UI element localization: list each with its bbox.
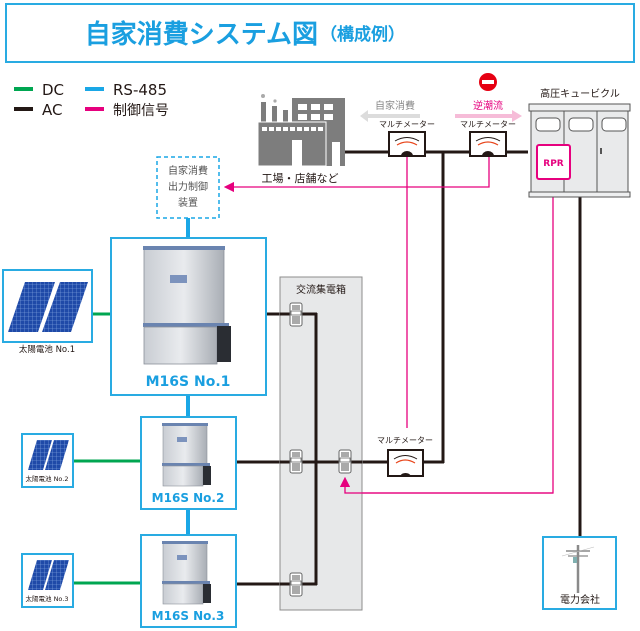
self-consumption-controller[interactable]: 自家消費 出力制御 装置 <box>156 156 220 219</box>
factory-icon <box>257 94 345 167</box>
gauge-icon <box>387 449 424 477</box>
ac-collection-box[interactable]: 交流集電箱 <box>279 276 553 611</box>
breaker-icon <box>289 449 303 474</box>
inverter-1[interactable]: M16S No.1 <box>110 237 267 396</box>
solar-panel-icon <box>28 440 69 470</box>
multimeter-2[interactable]: マルチメーター <box>460 120 516 157</box>
legend-label-signal: 制御信号 <box>113 103 169 119</box>
controller-line-2: 出力制御 <box>168 180 208 193</box>
breaker-2[interactable] <box>289 449 303 474</box>
legend-label-dc: DC <box>42 81 64 99</box>
inverter-3-label: M16S No.3 <box>152 609 225 623</box>
legend: DC AC RS-485 制御信号 <box>14 81 169 119</box>
breaker-icon <box>289 572 303 597</box>
solar-panel-icon <box>8 282 88 332</box>
pv-3-label: 太陽電池 No.3 <box>26 594 69 603</box>
inverter-1-label: M16S No.1 <box>146 374 231 390</box>
rpr-label: RPR <box>543 159 564 169</box>
inverter-icon <box>162 423 211 487</box>
pv-panel-2[interactable]: 太陽電池 No.2 <box>21 433 74 488</box>
breaker-main[interactable] <box>338 449 352 474</box>
no-entry-icon <box>479 73 497 91</box>
utility-pole-icon <box>561 545 595 593</box>
pv-panel-3[interactable]: 太陽電池 No.3 <box>21 553 74 608</box>
solar-panel-icon <box>28 560 69 590</box>
utility-label: 電力会社 <box>560 593 600 606</box>
dc-wiring <box>73 312 140 585</box>
controller-line-3: 装置 <box>178 196 198 209</box>
title-main: 自家消費システム図 <box>85 19 318 50</box>
inverter-2-label: M16S No.2 <box>152 491 225 505</box>
legend-label-ac: AC <box>42 101 62 119</box>
title-frame <box>5 3 635 63</box>
inverter-icon <box>143 246 231 365</box>
legend-label-rs485: RS-485 <box>113 81 167 99</box>
reverse-flow-label: 逆潮流 <box>473 99 503 112</box>
utility-company[interactable]: 電力会社 <box>542 536 617 610</box>
rpr-relay[interactable]: RPR <box>536 144 571 180</box>
title-sub: （構成例） <box>320 24 405 45</box>
factory-label: 工場・店舗など <box>262 171 339 185</box>
multimeter-3-label: マルチメーター <box>377 436 433 445</box>
breaker-1[interactable] <box>289 302 303 327</box>
self-consumption-arrow: 自家消費 <box>360 99 420 122</box>
multimeter-3[interactable]: マルチメーター <box>377 436 433 477</box>
multimeter-2-label: マルチメーター <box>460 120 516 129</box>
multimeter-1-label: マルチメーター <box>379 120 435 129</box>
gauge-icon <box>388 131 426 157</box>
pv-panel-1[interactable]: 太陽電池 No.1 <box>2 269 93 355</box>
controller-line-1: 自家消費 <box>168 164 208 177</box>
inverter-icon <box>162 541 211 605</box>
self-consumption-label: 自家消費 <box>375 99 415 112</box>
cubicle-label: 高圧キュービクル <box>540 87 620 100</box>
inverter-2[interactable]: M16S No.2 <box>140 416 237 510</box>
breaker-icon <box>338 449 352 474</box>
factory[interactable]: 工場・店舗など <box>257 94 345 185</box>
gauge-icon <box>469 131 507 157</box>
multimeter-1[interactable]: マルチメーター <box>379 120 435 157</box>
breaker-icon <box>289 302 303 327</box>
pv-2-label: 太陽電池 No.2 <box>26 474 69 483</box>
pv-1-label: 太陽電池 No.1 <box>19 344 75 355</box>
collection-box-label: 交流集電箱 <box>296 283 346 296</box>
inverter-3[interactable]: M16S No.3 <box>140 534 237 628</box>
breaker-3[interactable] <box>289 572 303 597</box>
reverse-flow-arrow: 逆潮流 <box>455 73 522 122</box>
high-voltage-cubicle[interactable]: 高圧キュービクル RPR <box>528 87 631 198</box>
title-banner: 自家消費システム図 （構成例） <box>5 3 635 63</box>
